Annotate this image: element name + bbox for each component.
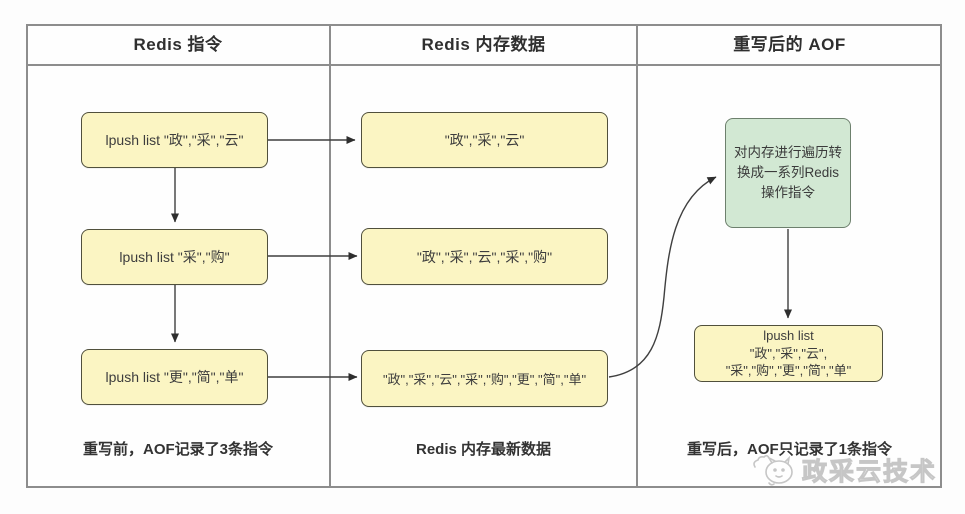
command-box-1: lpush list "政","采","云"	[81, 112, 268, 168]
column-header-redis-memory: Redis 内存数据	[421, 35, 546, 54]
command-box-3: lpush list "更","简","单"	[81, 349, 268, 405]
caption-before-rewrite: 重写前，AOF记录了3条指令	[82, 441, 273, 458]
mascot-icon	[753, 454, 793, 486]
memory-box-3: "政","采","云","采","购","更","简","单"	[361, 350, 608, 407]
column-header-rewritten-aof: 重写后的 AOF	[733, 35, 846, 54]
watermark: 政采云技术	[752, 452, 937, 488]
result-box-line-2: "政","采","云",	[749, 345, 828, 361]
process-box-line-2: 换成一系列Redis	[736, 164, 839, 180]
column-header-redis-commands: Redis 指令	[133, 35, 223, 54]
caption-after-rewrite: 重写后，AOF只记录了1条指令	[686, 441, 892, 458]
process-box: 对内存进行遍历转 换成一系列Redis 操作指令	[725, 118, 851, 228]
result-box: lpush list "政","采","云", "采","购","更","简",…	[694, 325, 883, 382]
memory-box-2: "政","采","云","采","购"	[361, 228, 608, 285]
arrow-mem3-to-process	[608, 176, 717, 378]
result-box-line-3: "采","购","更","简","单"	[725, 363, 852, 379]
memory-box-1: "政","采","云"	[361, 112, 608, 168]
caption-latest-memory: Redis 内存最新数据	[415, 441, 551, 458]
process-box-line-3: 操作指令	[761, 185, 815, 201]
result-box-line-1: lpush list	[763, 328, 814, 344]
command-box-2: lpush list "采","购"	[81, 229, 268, 285]
watermark-text: 政采云技术	[801, 458, 937, 487]
process-box-line-1: 对内存进行遍历转	[734, 144, 842, 160]
